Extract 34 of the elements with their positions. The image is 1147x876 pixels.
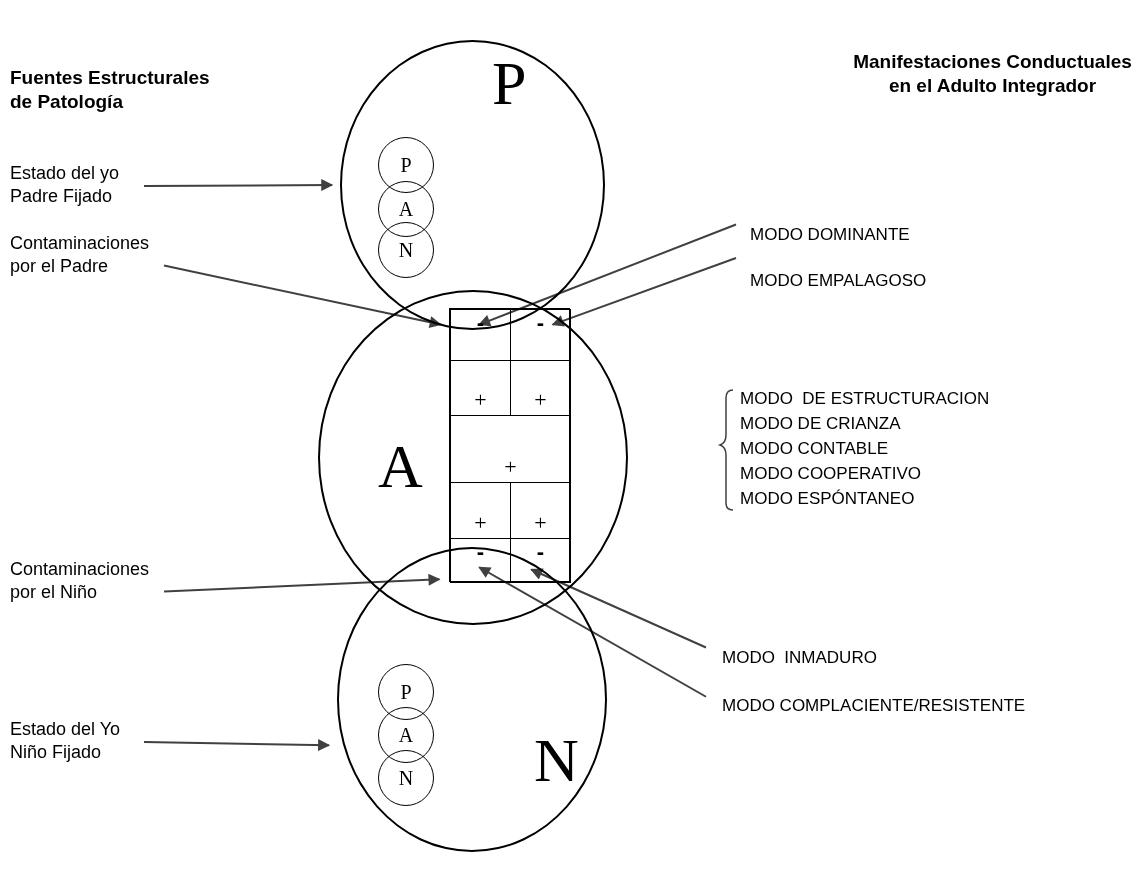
mode-text: MODO COOPERATIVO — [740, 463, 923, 485]
ego-state-letter: A — [378, 435, 423, 497]
arrow — [163, 573, 441, 593]
arrow — [478, 566, 707, 698]
callout-text: Estado del Yo Niño Fijado — [10, 718, 140, 766]
callout-text: Contaminaciones por el Padre — [10, 232, 160, 280]
ego-state-letter: P — [492, 52, 527, 114]
mode-text: MODO ESPÓNTANEO — [740, 488, 916, 510]
arrow — [478, 223, 737, 327]
heading: Manifestaciones Conductuales en el Adulto Integrador — [852, 50, 1133, 98]
ego-state-circle — [340, 40, 605, 330]
callout-text: Estado del yo Padre Fijado — [10, 162, 140, 210]
sign-cell: - — [510, 538, 571, 583]
mode-text: MODO DE CRIANZA — [740, 413, 902, 435]
ego-state-letter: N — [534, 729, 579, 791]
arrow — [530, 568, 707, 649]
callout-text: MODO EMPALAGOSO — [750, 268, 1000, 293]
ego-state-circle — [318, 290, 628, 625]
sign-cell: - — [450, 309, 511, 361]
ego-state-circle — [337, 547, 607, 852]
callout-text: Contaminaciones por el Niño — [10, 558, 160, 606]
callout-text: MODO INMADURO — [722, 645, 972, 670]
heading: Fuentes Estructurales de Patología — [10, 66, 211, 114]
callout-text: MODO COMPLACIENTE/RESISTENTE — [722, 693, 1142, 718]
callout-text: MODO DOMINANTE — [750, 222, 1000, 247]
arrow — [551, 257, 737, 327]
contamination-grid — [449, 308, 570, 582]
arrow — [143, 739, 331, 752]
sign-cell: - — [510, 309, 571, 361]
sign-cell: - — [450, 538, 511, 583]
mode-text: MODO DE ESTRUCTURACION — [740, 388, 991, 410]
arrow — [143, 179, 334, 192]
mode-text: MODO CONTABLE — [740, 438, 889, 460]
sign-cell: + — [450, 415, 571, 483]
